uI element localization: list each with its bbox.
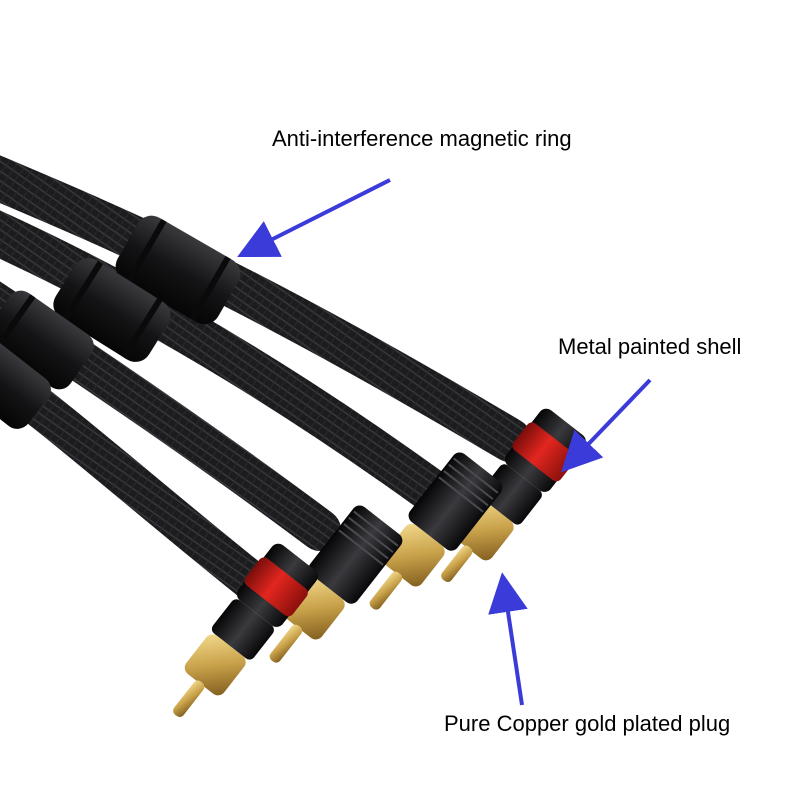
arrow-to-painted-shell [561,378,652,473]
rca-plug-red-left [173,543,318,717]
annotation-arrows [237,178,652,706]
magnetic-ring-label: Anti-interference magnetic ring [272,126,572,151]
arrow-to-magnetic-ring [237,178,391,257]
gold-plug-label: Pure Copper gold plated plug [444,711,731,736]
painted-shell-label: Metal painted shell [558,334,742,359]
ferrite-rings [0,215,241,429]
rca-plug-black-center-left [269,505,403,663]
arrow-to-gold-plug [488,572,528,706]
